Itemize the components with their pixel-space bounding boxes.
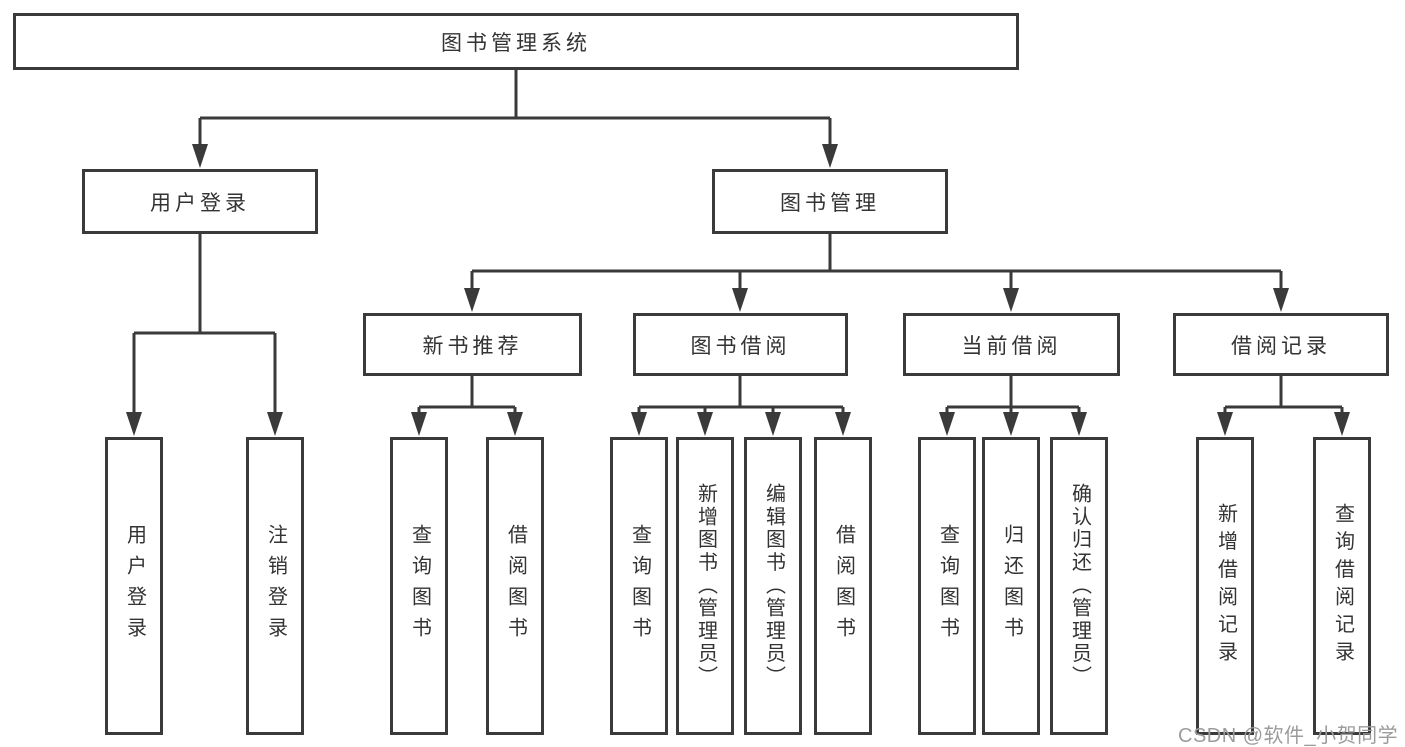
node-current-borrow-label: 当前借阅 <box>961 334 1062 358</box>
node-root-label: 图书管理系统 <box>441 31 591 55</box>
node-book-management-label: 图书管理 <box>780 191 880 215</box>
arrowhead <box>507 412 523 436</box>
arrowhead <box>939 412 955 436</box>
connector-book-borrow <box>637 376 845 414</box>
node-new-book-recommend-label: 新书推荐 <box>422 334 523 358</box>
arrowhead <box>192 144 208 168</box>
leaf-confirm-return-admin: 确认归还（管理员） <box>1050 437 1108 735</box>
leaf-add-borrow-record-label: 新增借阅记录 <box>1214 503 1237 669</box>
arrowheads <box>126 144 1350 436</box>
arrowhead <box>1273 288 1289 312</box>
node-book-management: 图书管理 <box>712 169 948 234</box>
node-user-login-label: 用户登录 <box>150 191 250 215</box>
arrowhead <box>765 412 781 436</box>
connector-root <box>198 70 832 146</box>
leaf-query-books-3: 查询图书 <box>918 437 976 735</box>
arrowhead <box>835 412 851 436</box>
connector-current-borrow <box>945 376 1081 414</box>
connector-new-book-recommend <box>417 376 517 414</box>
node-book-borrow-label: 图书借阅 <box>690 334 791 358</box>
leaf-query-books-1-label: 查询图书 <box>408 524 431 648</box>
arrowhead <box>464 288 480 312</box>
node-book-borrow: 图书借阅 <box>633 313 848 376</box>
leaf-add-borrow-record: 新增借阅记录 <box>1196 437 1254 735</box>
node-current-borrow: 当前借阅 <box>903 313 1120 376</box>
connector-group <box>132 70 1344 414</box>
leaf-add-books-admin-label: 新增图书（管理员） <box>694 483 717 689</box>
arrowhead <box>697 412 713 436</box>
leaf-user-login-label: 用户登录 <box>123 524 146 648</box>
leaf-query-books-2-label: 查询图书 <box>628 524 651 648</box>
leaf-query-books-2: 查询图书 <box>610 437 668 735</box>
node-new-book-recommend: 新书推荐 <box>363 313 582 376</box>
arrowhead <box>1071 412 1087 436</box>
arrowhead <box>822 144 838 168</box>
leaf-return-books-label: 归还图书 <box>1000 524 1023 648</box>
leaf-confirm-return-admin-label: 确认归还（管理员） <box>1068 483 1091 689</box>
node-user-login: 用户登录 <box>82 169 318 234</box>
leaf-add-books-admin: 新增图书（管理员） <box>676 437 734 735</box>
arrowhead <box>411 412 427 436</box>
connector-book-management <box>470 234 1283 290</box>
leaf-query-borrow-record: 查询借阅记录 <box>1313 437 1371 735</box>
leaf-query-books-1: 查询图书 <box>390 437 448 735</box>
arrowhead <box>1003 412 1019 436</box>
node-borrow-records-label: 借阅记录 <box>1231 334 1331 358</box>
connector-borrow-records <box>1223 376 1344 414</box>
leaf-edit-books-admin-label: 编辑图书（管理员） <box>762 483 785 689</box>
arrowhead <box>1334 412 1350 436</box>
arrowhead <box>1217 412 1233 436</box>
leaf-user-login: 用户登录 <box>105 437 163 735</box>
watermark: CSDN @软件_小贺同学 <box>1178 725 1399 747</box>
arrowhead <box>1003 288 1019 312</box>
arrowhead <box>732 288 748 312</box>
leaf-return-books: 归还图书 <box>982 437 1040 735</box>
node-borrow-records: 借阅记录 <box>1173 313 1389 376</box>
connector-user-login <box>132 234 277 414</box>
leaf-logout: 注销登录 <box>246 437 304 735</box>
leaf-borrow-books-2-label: 借阅图书 <box>832 524 855 648</box>
arrowhead <box>267 412 283 436</box>
leaf-borrow-books-1-label: 借阅图书 <box>504 524 527 648</box>
arrowhead <box>126 412 142 436</box>
leaf-edit-books-admin: 编辑图书（管理员） <box>744 437 802 735</box>
arrowhead <box>631 412 647 436</box>
leaf-borrow-books-1: 借阅图书 <box>486 437 544 735</box>
node-root: 图书管理系统 <box>13 13 1019 70</box>
leaf-query-books-3-label: 查询图书 <box>936 524 959 648</box>
leaf-query-borrow-record-label: 查询借阅记录 <box>1331 503 1354 669</box>
leaf-borrow-books-2: 借阅图书 <box>814 437 872 735</box>
leaf-logout-label: 注销登录 <box>264 524 287 648</box>
